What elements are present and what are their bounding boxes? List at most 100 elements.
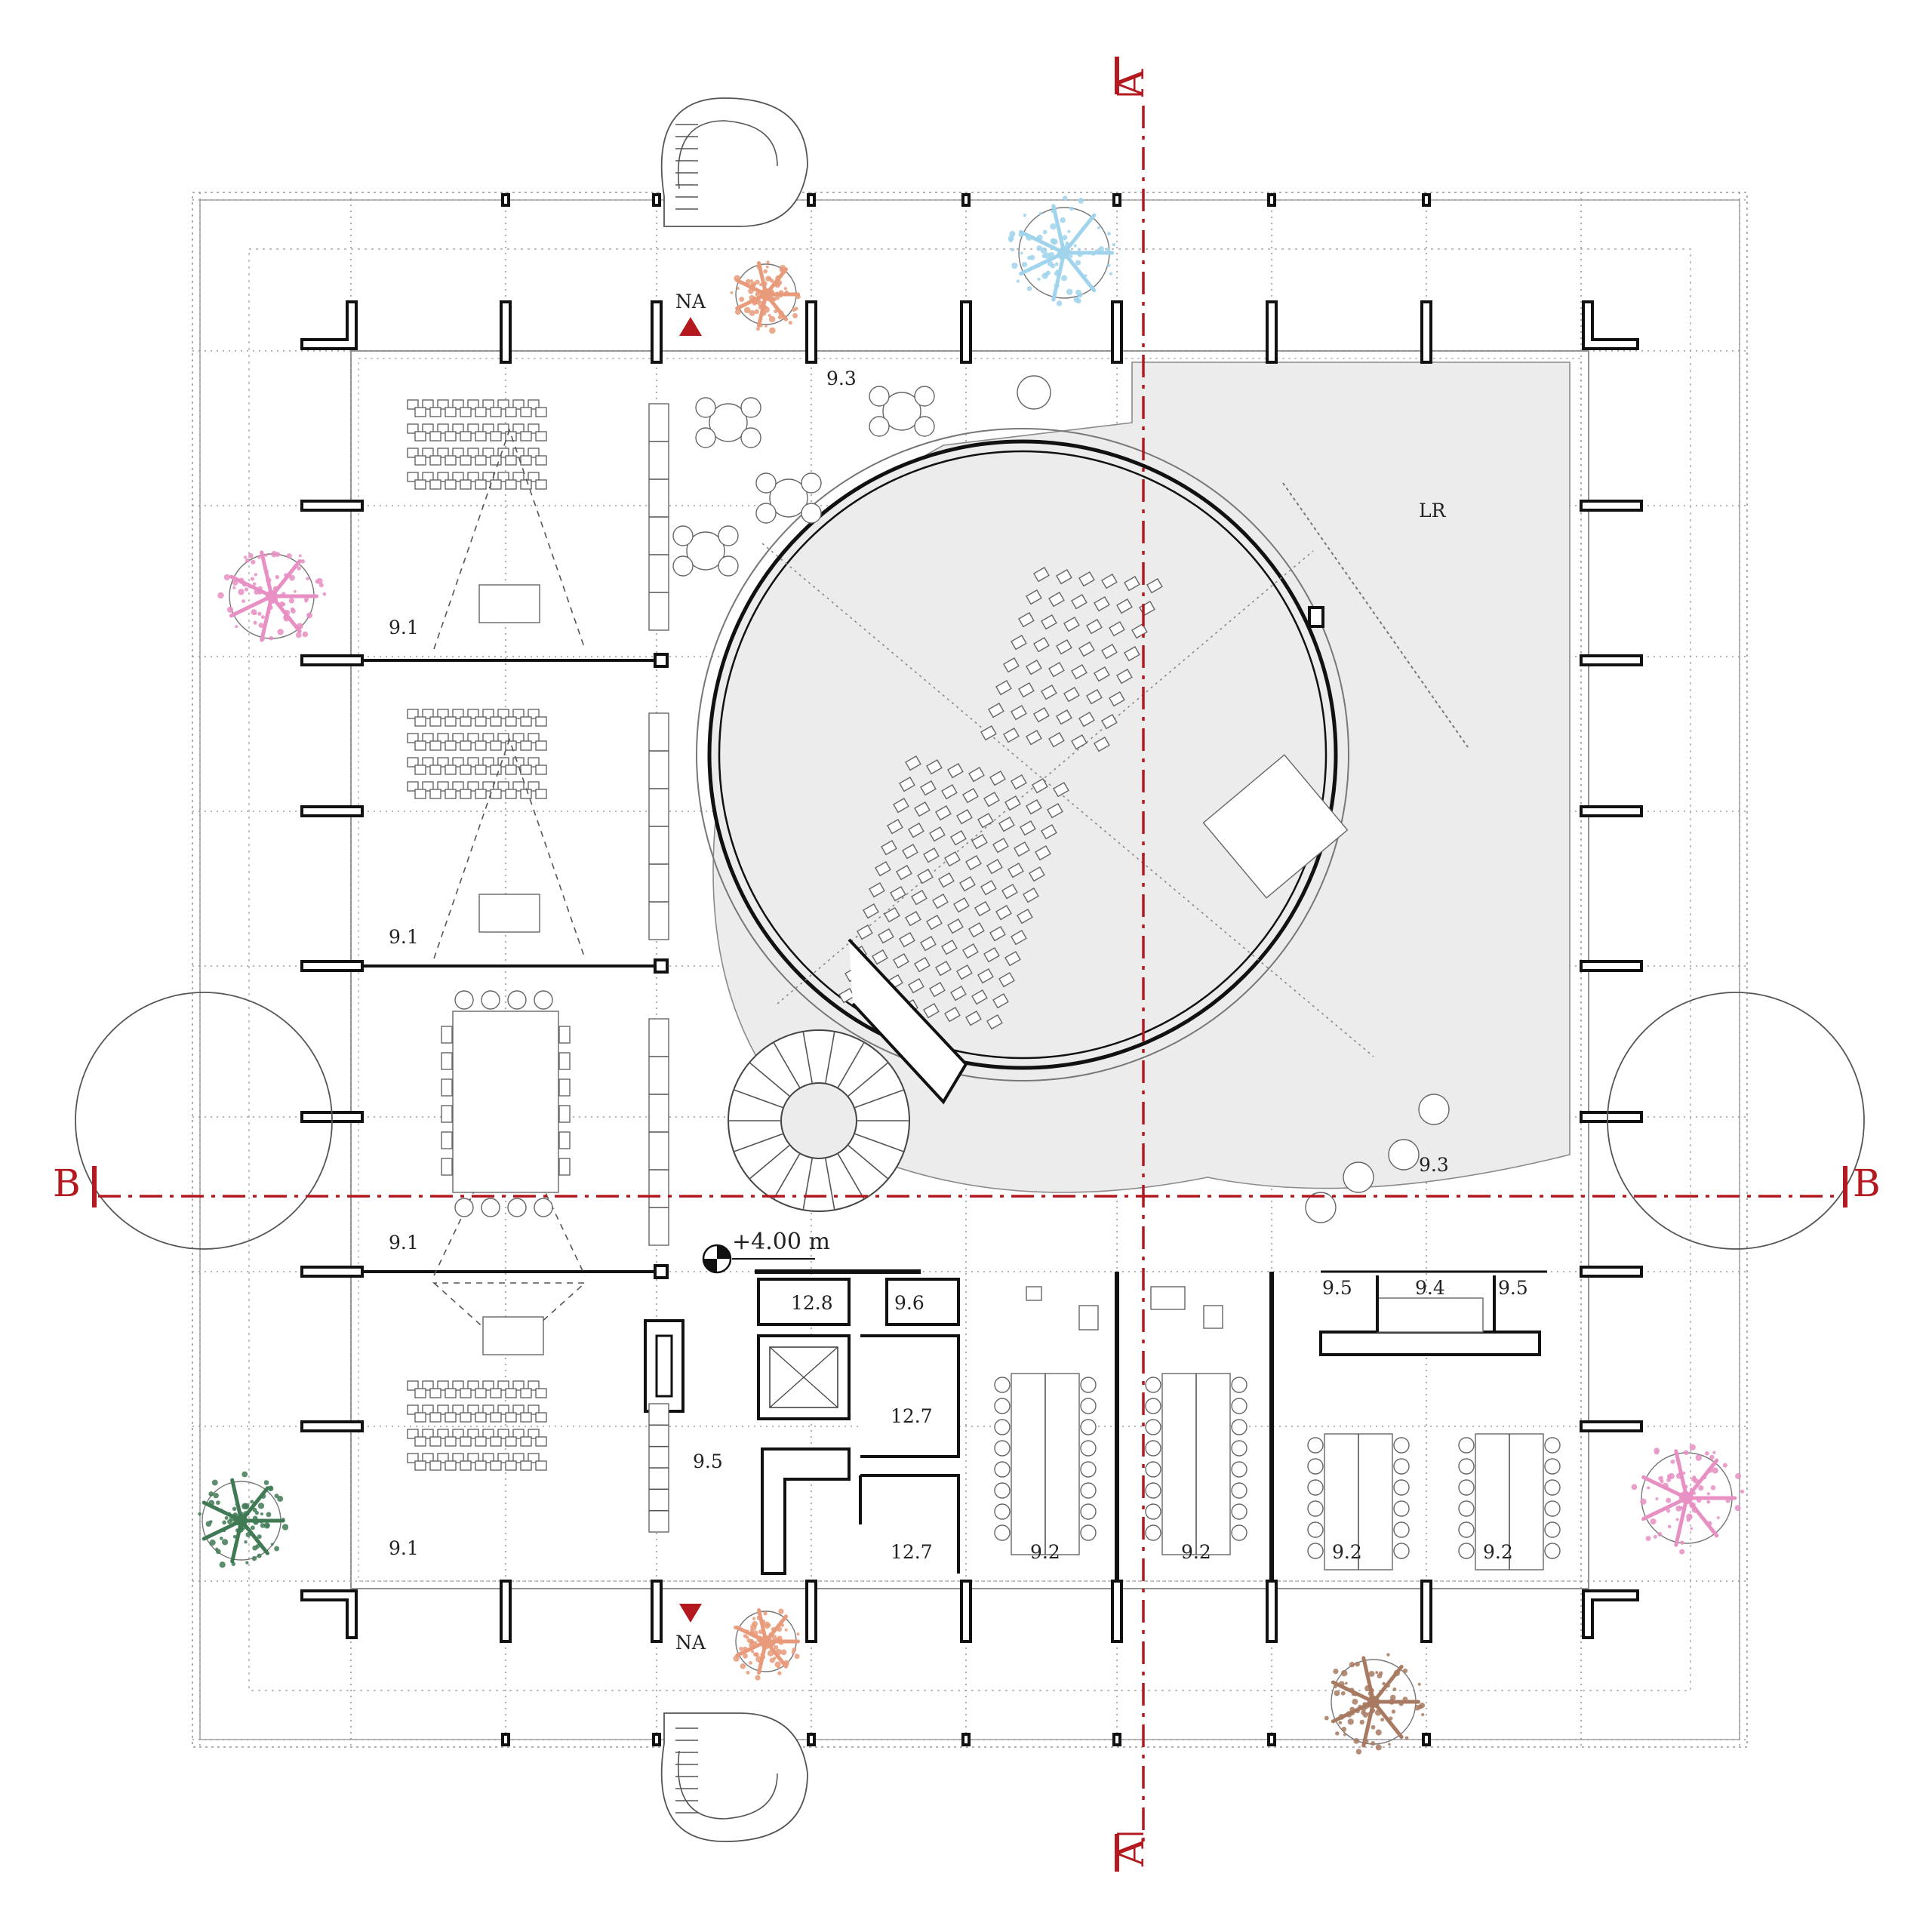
chair <box>559 1158 570 1175</box>
stair-top <box>662 98 808 226</box>
pier-cap <box>1269 195 1275 205</box>
chair <box>1081 1377 1096 1392</box>
chair <box>441 1132 452 1149</box>
seat <box>506 789 516 798</box>
chair <box>481 991 500 1009</box>
pier <box>302 501 362 510</box>
seat <box>460 408 471 417</box>
seat <box>460 717 471 726</box>
seat <box>536 717 546 726</box>
pier <box>302 1422 362 1431</box>
seat <box>506 1461 516 1470</box>
chair <box>559 1132 570 1149</box>
room-label-9-2-b: 9.2 <box>1181 1541 1211 1563</box>
chair <box>441 1053 452 1069</box>
chair <box>1081 1398 1096 1414</box>
tree-orange-bottom <box>733 1609 799 1681</box>
seat <box>506 717 516 726</box>
room-label-9-5-b: 9.5 <box>1498 1277 1528 1299</box>
chair <box>1545 1438 1560 1453</box>
pier-cap <box>1423 1734 1429 1745</box>
seat <box>536 1437 546 1446</box>
seat <box>506 456 516 465</box>
cafe-chair <box>718 556 738 576</box>
level-marker: +4.00 m <box>703 1229 830 1272</box>
cafe-chair <box>869 417 889 436</box>
seat <box>415 1437 426 1446</box>
room-label-9-1-a: 9.1 <box>389 617 419 638</box>
room-label-9-1-b: 9.1 <box>389 926 419 948</box>
seat <box>521 717 531 726</box>
tree-orange-top <box>731 260 801 334</box>
room-label-9-2-c: 9.2 <box>1332 1541 1362 1563</box>
seat <box>536 765 546 774</box>
seat <box>460 1389 471 1398</box>
desk <box>483 1317 543 1355</box>
tree-pink-left <box>217 551 326 641</box>
seat <box>506 765 516 774</box>
seat <box>430 456 441 465</box>
chair <box>1308 1522 1323 1537</box>
chair <box>508 991 526 1009</box>
chair <box>559 1106 570 1122</box>
chair <box>1081 1483 1096 1498</box>
seat <box>491 1437 501 1446</box>
chair <box>1146 1462 1161 1477</box>
desk <box>479 894 540 932</box>
chair <box>1459 1522 1474 1537</box>
tree-green <box>198 1472 288 1568</box>
seat <box>521 1461 531 1470</box>
seat <box>521 1389 531 1398</box>
chair <box>534 991 552 1009</box>
chair <box>1232 1483 1247 1498</box>
pier <box>1112 1581 1121 1641</box>
pier <box>961 302 971 362</box>
seat <box>445 717 456 726</box>
cafe-chair <box>673 526 693 546</box>
seat <box>445 1389 456 1398</box>
chair <box>455 991 473 1009</box>
seat <box>430 789 441 798</box>
cafe-chair <box>673 556 693 576</box>
seat <box>445 1413 456 1422</box>
spiral-staircase <box>728 1030 909 1211</box>
chair <box>1146 1483 1161 1498</box>
chair <box>1459 1438 1474 1453</box>
pier <box>1581 1112 1641 1121</box>
pier-cap <box>654 1734 660 1745</box>
seat <box>415 1389 426 1398</box>
pier <box>1267 1581 1276 1641</box>
chair <box>1081 1462 1096 1477</box>
seat <box>521 1437 531 1446</box>
seat <box>475 1389 486 1398</box>
seat <box>415 1413 426 1422</box>
chair <box>1545 1501 1560 1516</box>
level-label: +4.00 m <box>732 1229 830 1255</box>
chair <box>1545 1543 1560 1558</box>
seat <box>475 456 486 465</box>
pier <box>1581 1422 1641 1431</box>
seat <box>415 480 426 489</box>
cafe-table <box>1389 1140 1419 1170</box>
pier <box>961 1581 971 1641</box>
pier <box>302 807 362 816</box>
chair <box>441 1158 452 1175</box>
chair <box>1232 1462 1247 1477</box>
chair <box>1146 1398 1161 1414</box>
chair <box>559 1079 570 1096</box>
seat <box>506 1437 516 1446</box>
seat <box>415 432 426 441</box>
seat <box>491 480 501 489</box>
chair <box>1232 1420 1247 1435</box>
chair <box>1308 1459 1323 1474</box>
chair <box>1394 1480 1409 1495</box>
seat <box>491 741 501 750</box>
cabinet <box>1151 1287 1185 1309</box>
seat <box>521 789 531 798</box>
room-label-lr: LR <box>1419 500 1447 521</box>
seat <box>415 1461 426 1470</box>
corner-pier <box>1583 1591 1638 1638</box>
seat <box>536 741 546 750</box>
chair <box>1394 1438 1409 1453</box>
chair <box>995 1398 1010 1414</box>
